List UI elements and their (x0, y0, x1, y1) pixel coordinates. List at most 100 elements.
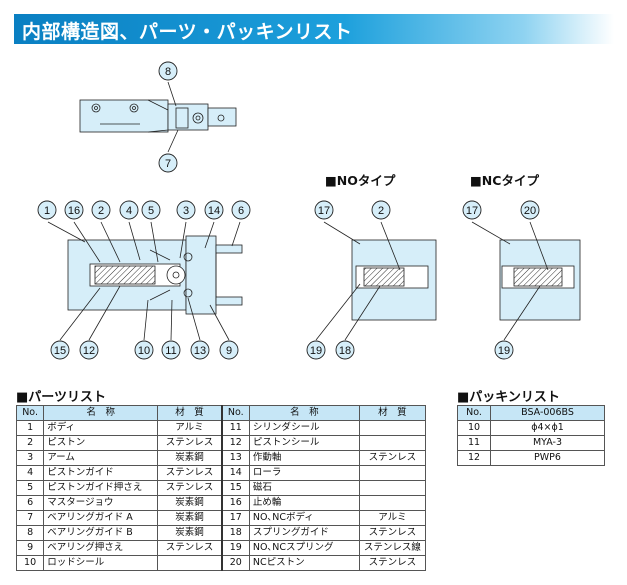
table-cell: 10 (15, 555, 45, 571)
callout-8: 8 (165, 66, 171, 78)
callout-12: 12 (83, 345, 95, 357)
callout-2: 2 (98, 205, 104, 217)
packing-col-no: No. (457, 405, 491, 421)
callout-no-19: 19 (310, 345, 322, 357)
packing-list-heading: ■パッキンリスト (457, 390, 560, 405)
col-name: 名 称 (43, 405, 159, 421)
table-cell: 13 (220, 450, 250, 466)
table-cell (358, 420, 427, 436)
callout-6: 6 (238, 205, 244, 217)
table-cell: ピストンガイド (43, 465, 159, 481)
table-cell: 12 (220, 435, 250, 451)
callout-11: 11 (165, 345, 176, 357)
table-cell: ピストン (43, 435, 159, 451)
table-cell: 止め輪 (248, 495, 360, 511)
callout-10: 10 (138, 345, 150, 357)
table-cell: ϕ4×ϕ1 (490, 420, 605, 436)
callout-no-2: 2 (378, 205, 384, 217)
parts-header-row: No. 名 称 材 質 No. 名 称 材 質 (15, 405, 427, 421)
table-cell: ピストンシール (248, 435, 360, 451)
table-cell: ベアリングガイド A (43, 510, 159, 526)
table-cell: 作動軸 (248, 450, 360, 466)
table-cell: 10 (457, 420, 491, 436)
callout-16: 16 (68, 205, 80, 217)
table-cell: スプリングガイド (248, 525, 360, 541)
table-cell: 19 (220, 540, 250, 556)
callout-nc-19: 19 (498, 345, 510, 357)
callout-no-18: 18 (339, 345, 351, 357)
table-cell: 1 (15, 420, 45, 436)
top-view-drawing (79, 81, 237, 153)
table-cell: ステンレス (157, 480, 223, 496)
col-no-2: No. (220, 405, 250, 421)
no-type-drawing (315, 221, 437, 341)
table-cell: NCピストン (248, 555, 360, 571)
nc-type-drawing (471, 221, 581, 341)
table-cell: NO､NCスプリング (248, 540, 360, 556)
table-cell: 6 (15, 495, 45, 511)
no-type-label: ■NOタイプ (325, 173, 396, 188)
table-cell: 17 (220, 510, 250, 526)
col-no: No. (15, 405, 45, 421)
callout-14: 14 (208, 205, 220, 217)
table-cell: ステンレス (358, 525, 427, 541)
table-cell: ステンレス線 (358, 540, 427, 556)
table-cell (157, 555, 223, 571)
callout-3: 3 (183, 205, 189, 217)
table-cell: マスタージョウ (43, 495, 159, 511)
table-cell: 炭素鋼 (157, 450, 223, 466)
table-cell: アルミ (157, 420, 223, 436)
callout-4: 4 (126, 205, 132, 217)
table-cell: 2 (15, 435, 45, 451)
callout-13: 13 (194, 345, 206, 357)
table-cell: PWP6 (490, 450, 605, 466)
table-cell: 3 (15, 450, 45, 466)
table-cell: MYA-3 (490, 435, 605, 451)
table-cell: 16 (220, 495, 250, 511)
callout-5: 5 (148, 205, 154, 217)
callout-9: 9 (226, 345, 232, 357)
callout-7: 7 (165, 158, 171, 170)
table-cell (358, 480, 427, 496)
packing-header-row: No. BSA-006BS (457, 405, 605, 421)
table-cell: ステンレス (157, 540, 223, 556)
table-cell: 炭素鋼 (157, 525, 223, 541)
table-cell: シリンダシール (248, 420, 360, 436)
table-cell: 11 (457, 435, 491, 451)
table-cell: 磁石 (248, 480, 360, 496)
parts-list-heading: ■パーツリスト (16, 390, 107, 405)
table-cell: 8 (15, 525, 45, 541)
table-cell: ベアリングガイド B (43, 525, 159, 541)
callout-1: 1 (44, 205, 50, 217)
table-cell: ステンレス (358, 450, 427, 466)
nc-type-label: ■NCタイプ (470, 173, 539, 188)
col-material: 材 質 (157, 405, 223, 421)
title-banner: 内部構造図、パーツ・パッキンリスト (14, 14, 614, 44)
table-cell: ボディ (43, 420, 159, 436)
table-cell (358, 465, 427, 481)
table-cell: 12 (457, 450, 491, 466)
table-cell: ロッドシール (43, 555, 159, 571)
callout-nc-17: 17 (466, 205, 478, 217)
callout-nc-20: 20 (524, 205, 536, 217)
table-cell: 15 (220, 480, 250, 496)
table-cell: ステンレス (157, 465, 223, 481)
table-cell: 14 (220, 465, 250, 481)
table-cell: ステンレス (358, 555, 427, 571)
table-cell: 18 (220, 525, 250, 541)
table-cell: 炭素鋼 (157, 510, 223, 526)
